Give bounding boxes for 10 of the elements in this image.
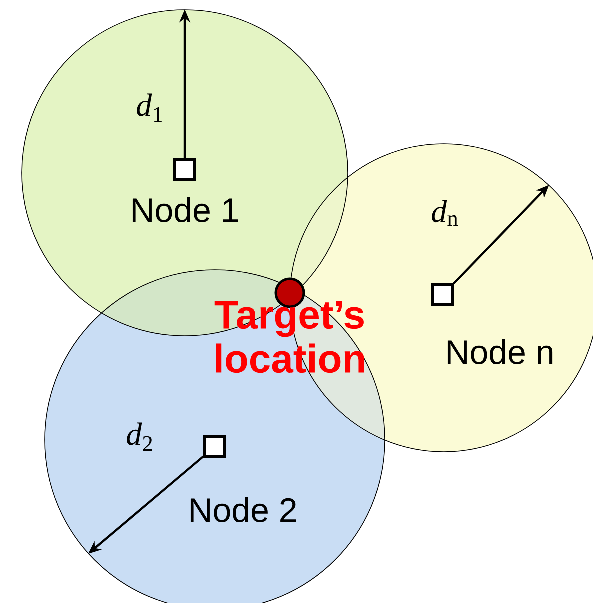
sensor-node: Node 2: [190, 436, 296, 522]
circle-region: [44, 270, 386, 603]
sensor-node: Node n: [432, 284, 553, 364]
node-label: Node 2: [190, 498, 296, 522]
node-label: Node 1: [132, 198, 238, 222]
edge-label: d$_{n}$: [432, 200, 458, 226]
node-label: Node n: [448, 340, 553, 364]
edge-label: d$_{2}$: [127, 422, 152, 452]
edge-label: d$_{1}$: [137, 94, 162, 122]
sensor-node: Node 1: [132, 158, 238, 222]
